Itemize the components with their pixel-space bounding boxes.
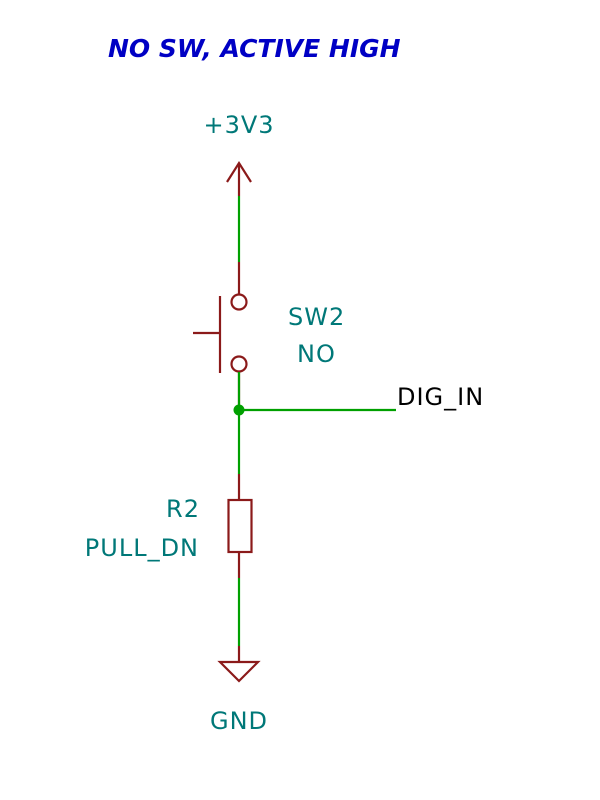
ground-label: GND — [210, 707, 268, 735]
net-label: DIG_IN — [397, 383, 484, 411]
resistor-symbol — [227, 474, 253, 578]
switch-value: NO — [297, 340, 336, 368]
ground-icon — [217, 646, 261, 683]
schematic-title: NO SW, ACTIVE HIGH — [108, 34, 401, 63]
resistor-value: PULL_DN — [85, 534, 199, 562]
power-arrow-icon — [226, 160, 252, 196]
resistor-reference: R2 — [166, 495, 200, 523]
power-label: +3V3 — [203, 111, 274, 139]
switch-reference: SW2 — [288, 303, 345, 331]
